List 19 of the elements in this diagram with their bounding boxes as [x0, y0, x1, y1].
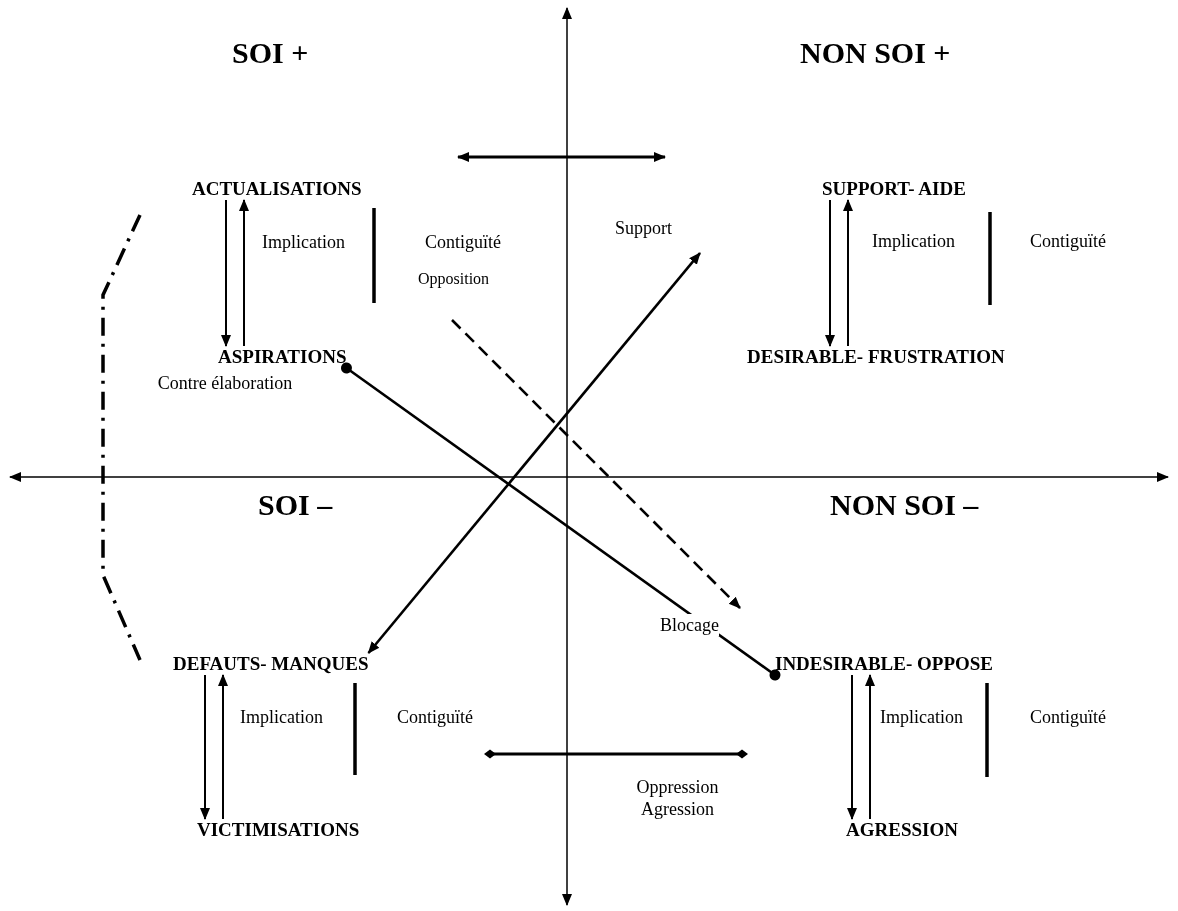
term-label: INDESIRABLE- OPPOSE: [775, 653, 994, 675]
double-arrow: [367, 252, 701, 654]
arrow: [200, 674, 210, 820]
arrow: [865, 674, 875, 820]
arrow: [221, 199, 231, 347]
arrow: [239, 199, 249, 347]
term-label: ASPIRATIONS: [218, 346, 347, 368]
term-label: DEFAUTS- MANQUES: [173, 653, 369, 675]
term-label: SUPPORT- AIDE: [822, 178, 966, 200]
dot-ended-line: [340, 362, 781, 681]
arrow: [218, 674, 228, 820]
term-label: DESIRABLE- FRUSTRATION: [747, 346, 1005, 368]
arrow: [843, 199, 853, 347]
relation-label: Blocage: [660, 614, 719, 636]
term-label: VICTIMISATIONS: [197, 819, 360, 841]
term-label: AGRESSION: [846, 819, 958, 841]
arrow: [847, 674, 857, 820]
term-label: ACTUALISATIONS: [192, 178, 362, 200]
arrow: [825, 199, 835, 347]
